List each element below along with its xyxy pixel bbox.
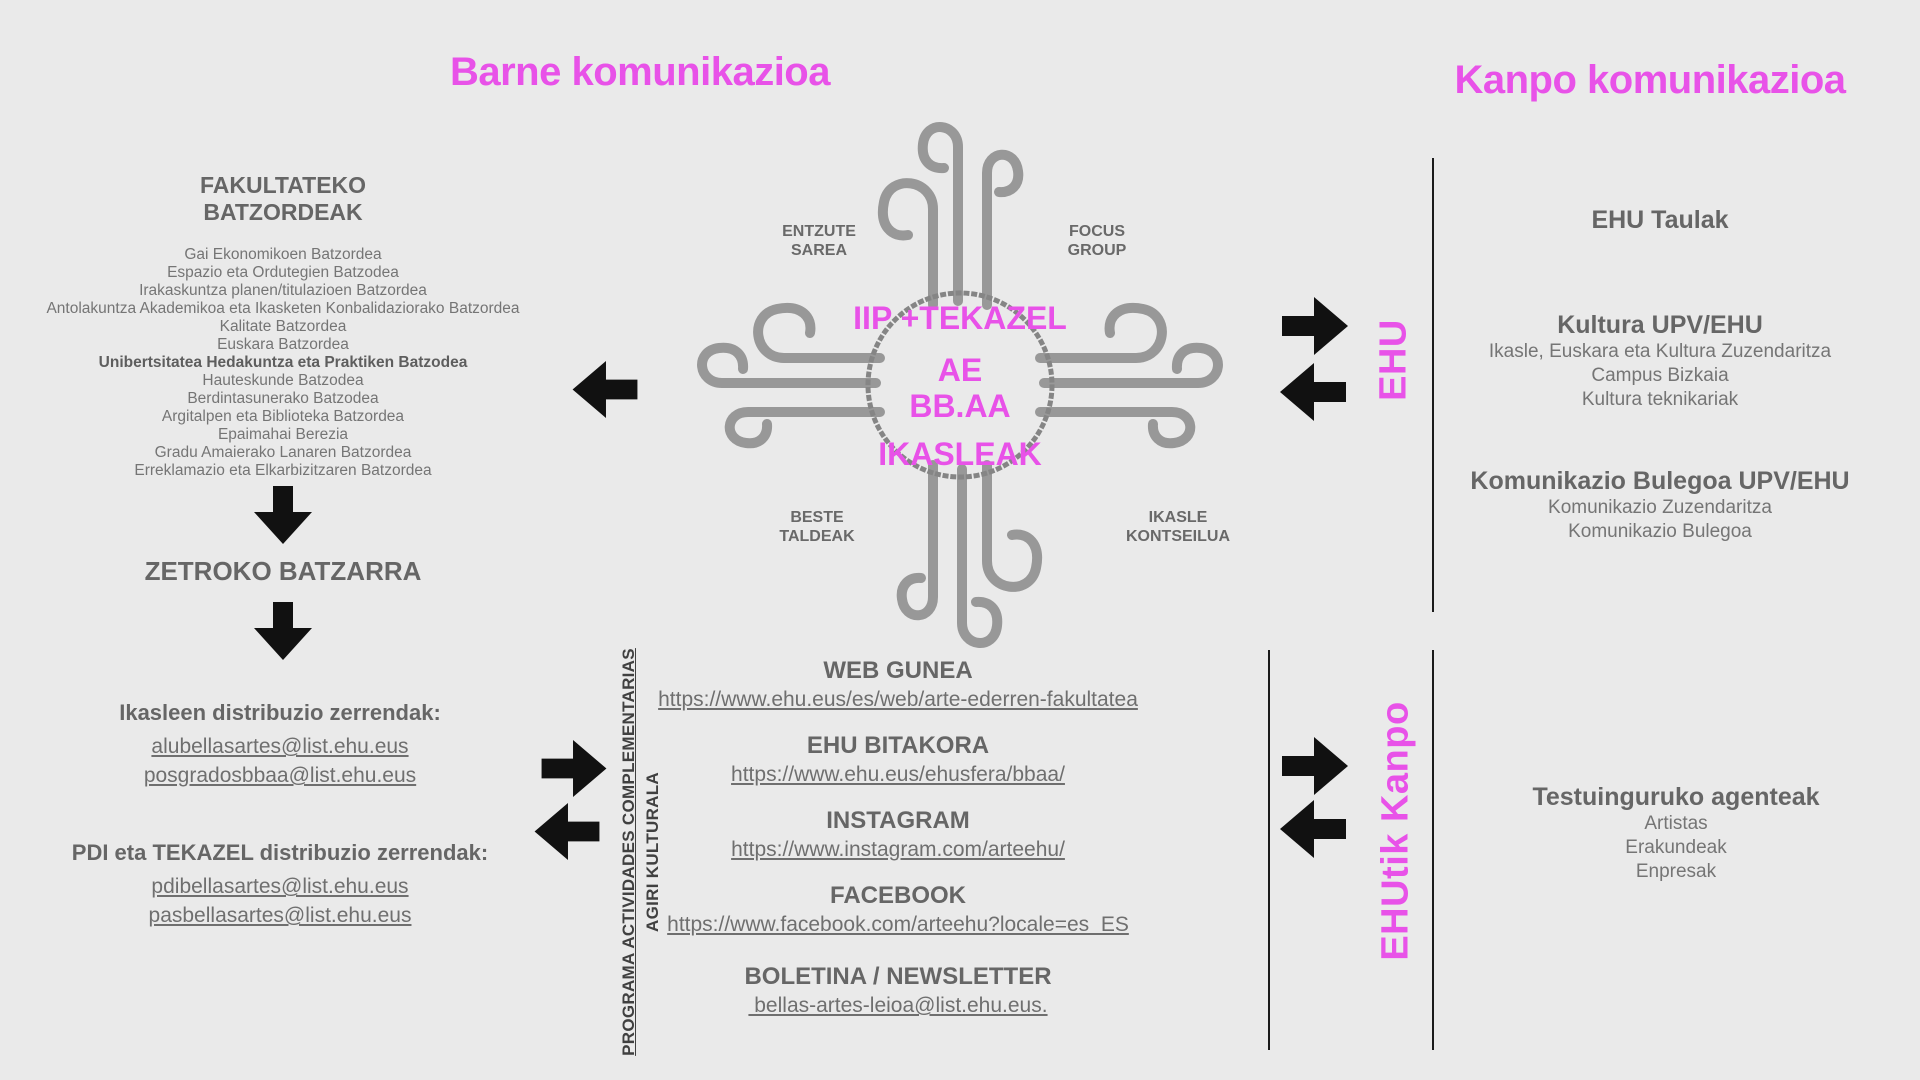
zetroko-batzarra-label: ZETROKO BATZARRA bbox=[144, 556, 422, 586]
student-lists-block: Ikasleen distribuzio zerrendak: alubella… bbox=[30, 698, 530, 790]
channel-label: INSTAGRAM bbox=[826, 807, 970, 834]
ehu-vertical-label: EHU bbox=[1372, 319, 1415, 401]
channel-web-gunea: WEB GUNEA https://www.ehu.eus/es/web/art… bbox=[652, 656, 1144, 713]
committee-item: Irakaskuntza planen/titulazioen Batzorde… bbox=[139, 282, 427, 299]
channel-ehu-bitakora: EHU BITAKORA https://www.ehu.eus/ehusfer… bbox=[652, 731, 1144, 788]
committee-item: Epaimahai Berezia bbox=[217, 426, 349, 443]
committee-item: Espazio eta Ordutegien Batzodea bbox=[167, 264, 399, 281]
committee-item: Argitalpen eta Biblioteka Batzordea bbox=[161, 408, 405, 425]
channel-label: EHU BITAKORA bbox=[806, 732, 990, 759]
group-title: EHU Taulak bbox=[1591, 206, 1729, 234]
beste-taldeak-label: BESTE TALDEAK bbox=[779, 509, 855, 545]
committee-item: Erreklamazio eta Elkarbizitzaren Batzord… bbox=[134, 462, 432, 479]
programa-actividades-vertical-label: PROGRAMA ACTIVIDADES COMPLEMENTARIAS bbox=[619, 648, 638, 1056]
arrow-down-icon bbox=[254, 486, 312, 544]
separator-line bbox=[1432, 650, 1434, 1050]
arrow-right-icon bbox=[540, 740, 608, 797]
wind-rose-graphic bbox=[680, 105, 1240, 665]
channel-label: WEB GUNEA bbox=[823, 657, 973, 684]
arrow-left-icon bbox=[533, 803, 601, 860]
committee-item-highlighted: Unibertsitatea Hedakuntza eta Praktiken … bbox=[98, 354, 468, 371]
arrow-right-icon bbox=[1282, 737, 1348, 795]
channel-link[interactable]: https://www.instagram.com/arteehu/ bbox=[731, 838, 1065, 861]
student-lists-title: Ikasleen distribuzio zerrendak: bbox=[119, 700, 441, 725]
arrow-down-icon bbox=[254, 602, 312, 660]
staff-lists-title: PDI eta TEKAZEL distribuzio zerrendak: bbox=[71, 840, 489, 865]
focus-group-label: FOCUS GROUP bbox=[1067, 223, 1127, 259]
separator-line bbox=[1268, 650, 1270, 1050]
group-lines: Artistas Erakundeak Enpresak bbox=[1625, 813, 1727, 882]
komunikazio-bulegoa-group: Komunikazio Bulegoa UPV/EHU Komunikazio … bbox=[1448, 466, 1872, 544]
staff-email-link[interactable]: pasbellasartes@list.ehu.eus bbox=[148, 904, 412, 927]
student-email-link[interactable]: alubellasartes@list.ehu.eus bbox=[151, 735, 409, 758]
arrow-right-icon bbox=[1282, 297, 1348, 355]
channel-link[interactable]: https://www.facebook.com/arteehu?locale=… bbox=[667, 913, 1129, 936]
committee-item: Gai Ekonomikoen Batzordea bbox=[184, 246, 382, 263]
ehu-taulak-group: EHU Taulak bbox=[1448, 205, 1872, 235]
committee-item: Antolakuntza Akademikoa eta Ikasketen Ko… bbox=[46, 300, 520, 317]
kultura-group: Kultura UPV/EHU Ikasle, Euskara eta Kult… bbox=[1448, 310, 1872, 412]
channel-instagram: INSTAGRAM https://www.instagram.com/arte… bbox=[652, 806, 1144, 863]
committee-item: Euskara Batzordea bbox=[217, 336, 349, 353]
external-communication-title: Kanpo komunikazioa bbox=[1454, 58, 1846, 102]
staff-lists-block: PDI eta TEKAZEL distribuzio zerrendak: p… bbox=[20, 838, 540, 930]
channel-link[interactable]: bellas-artes-leioa@list.ehu.eus. bbox=[748, 994, 1048, 1017]
channel-facebook: FACEBOOK https://www.facebook.com/arteeh… bbox=[652, 881, 1144, 938]
committee-item: Hauteskunde Batzodea bbox=[202, 372, 364, 389]
committee-item: Kalitate Batzordea bbox=[219, 318, 347, 335]
testuinguruko-group: Testuinguruko agenteak Artistas Erakunde… bbox=[1464, 782, 1888, 884]
arrow-left-icon bbox=[568, 361, 642, 418]
group-title: Komunikazio Bulegoa UPV/EHU bbox=[1470, 467, 1850, 495]
group-title: Testuinguruko agenteak bbox=[1532, 783, 1820, 811]
arrow-left-icon bbox=[1280, 800, 1346, 858]
internal-communication-title: Barne komunikazioa bbox=[449, 50, 831, 94]
group-lines: Ikasle, Euskara eta Kultura Zuzendaritza… bbox=[1488, 341, 1832, 410]
channel-link[interactable]: https://www.ehu.eus/ehusfera/bbaa/ bbox=[731, 763, 1065, 786]
committee-item: Berdintasunerako Batzodea bbox=[187, 390, 379, 407]
hub-line: AE bbox=[937, 352, 983, 388]
group-title: Kultura UPV/EHU bbox=[1557, 311, 1763, 339]
ikasle-kontseilua-label: IKASLE KONTSEILUA bbox=[1126, 509, 1230, 545]
channel-label: FACEBOOK bbox=[829, 882, 966, 909]
arrow-left-icon bbox=[1280, 363, 1346, 421]
committee-item: Gradu Amaierako Lanaren Batzordea bbox=[154, 444, 412, 461]
entzute-sarea-label: ENTZUTE SAREA bbox=[782, 223, 856, 259]
hub-line: IKASLEAK bbox=[878, 436, 1042, 472]
channel-link[interactable]: https://www.ehu.eus/es/web/arte-ederren-… bbox=[658, 688, 1138, 711]
channel-newsletter: BOLETINA / NEWSLETTER bellas-artes-leioa… bbox=[652, 962, 1144, 1019]
faculty-committees-title: FAKULTATEKO BATZORDEAK bbox=[199, 172, 367, 225]
hub-line: BB.AA bbox=[909, 388, 1011, 424]
group-lines: Komunikazio Zuzendaritza Komunikazio Bul… bbox=[1548, 497, 1772, 542]
student-email-link[interactable]: posgradosbbaa@list.ehu.eus bbox=[143, 764, 417, 787]
separator-line bbox=[1432, 158, 1434, 612]
staff-email-link[interactable]: pdibellasartes@list.ehu.eus bbox=[151, 875, 409, 898]
channel-label: BOLETINA / NEWSLETTER bbox=[744, 963, 1052, 990]
ehutik-kanpo-vertical-label: EHUtik Kanpo bbox=[1374, 701, 1417, 961]
faculty-committees-list: Gai Ekonomikoen Batzordea Espazio eta Or… bbox=[33, 246, 533, 480]
hub-line: IIP +TEKAZEL bbox=[853, 300, 1067, 336]
